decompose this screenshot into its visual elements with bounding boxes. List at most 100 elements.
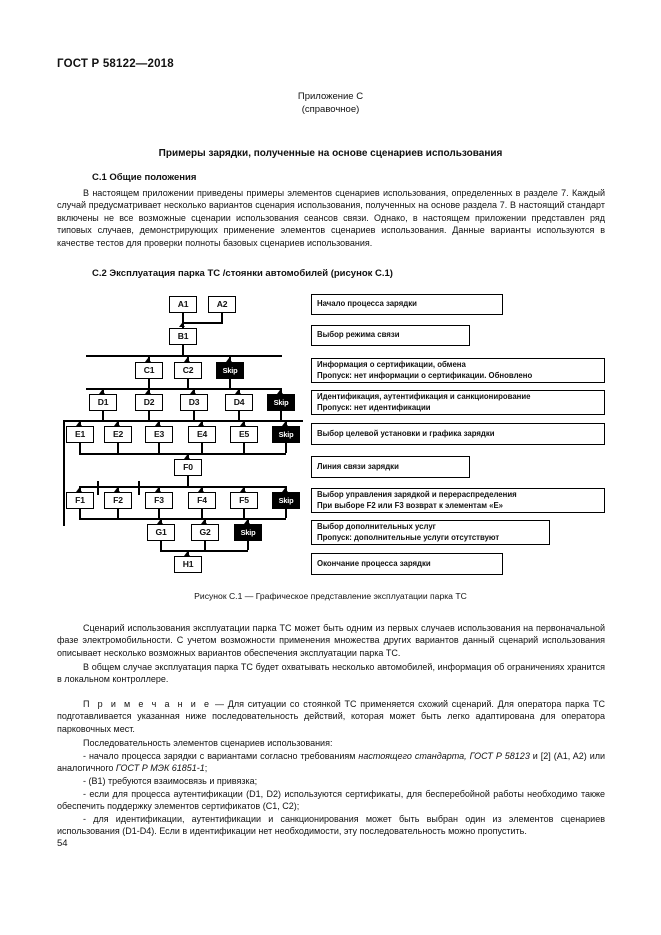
node-e4: E4 <box>188 426 216 443</box>
node-c1: C1 <box>135 362 163 379</box>
label-start: Начало процесса зарядки <box>311 294 503 315</box>
connector <box>201 443 203 453</box>
connector <box>243 443 245 453</box>
node-f3: F3 <box>145 492 173 509</box>
connector <box>86 355 282 357</box>
section-c1-paragraph: В настоящем приложении приведены примеры… <box>57 188 605 248</box>
node-e2: E2 <box>104 426 132 443</box>
connector <box>204 541 206 550</box>
arrow-icon <box>113 422 120 426</box>
arrow-icon <box>183 358 190 362</box>
figure-caption: Рисунок С.1 — Графическое представление … <box>194 591 467 601</box>
node-f1: F1 <box>66 492 94 509</box>
node-f5: F5 <box>230 492 258 509</box>
arrow-icon <box>178 323 185 327</box>
arrow-icon <box>239 488 246 492</box>
arrow-icon <box>156 520 163 524</box>
node-skip-d: Skip <box>267 394 295 411</box>
arrow-icon <box>197 488 204 492</box>
arrow-icon <box>276 390 283 394</box>
connector <box>117 509 119 518</box>
connector <box>285 509 287 518</box>
node-e3: E3 <box>145 426 173 443</box>
connector <box>247 541 249 550</box>
connector <box>79 518 286 520</box>
appendix-subtitle: (справочное) <box>301 104 360 115</box>
page-title: Примеры зарядки, полученные на основе сц… <box>158 148 503 159</box>
connector-return-rail <box>63 420 65 526</box>
arrow-icon <box>154 422 161 426</box>
arrow-icon <box>98 390 105 394</box>
connector <box>229 379 231 388</box>
note-label: П р и м е ч а н и е <box>83 699 212 709</box>
list-item-1: - начало процесса зарядки с вариантами с… <box>57 751 606 774</box>
node-f2: F2 <box>104 492 132 509</box>
appendix-heading: Приложение С (справочное) <box>0 90 661 116</box>
label-certification: Информация о сертификации, обмена Пропус… <box>311 358 605 383</box>
connector <box>102 411 104 420</box>
node-f0: F0 <box>174 459 202 476</box>
node-g1: G1 <box>147 524 175 541</box>
connector <box>187 379 189 388</box>
node-e1: E1 <box>66 426 94 443</box>
arrow-icon <box>75 488 82 492</box>
node-a1: A1 <box>169 296 197 313</box>
label-charging-link: Линия связи зарядки <box>311 456 470 478</box>
connector <box>280 411 282 420</box>
node-skip-e: Skip <box>272 426 300 443</box>
connector <box>187 476 189 486</box>
node-skip-c: Skip <box>216 362 244 379</box>
arrow-icon <box>183 455 190 459</box>
appendix-title: Приложение С <box>297 91 364 102</box>
node-d4: D4 <box>225 394 253 411</box>
connector <box>160 550 248 552</box>
arrow-icon <box>239 422 246 426</box>
connector <box>86 388 282 390</box>
connector <box>182 313 184 322</box>
connector <box>182 322 223 324</box>
arrow-icon <box>281 422 288 426</box>
connector-f3-return <box>138 481 140 495</box>
connector <box>238 411 240 420</box>
section-c2-heading: С.2 Эксплуатация парка ТС /стоянки автом… <box>92 268 393 279</box>
label-identification: Идентификация, аутентификация и санкцион… <box>311 390 605 415</box>
note-paragraph: П р и м е ч а н и е — Для ситуации со ст… <box>57 698 605 735</box>
arrow-icon <box>144 358 151 362</box>
arrow-icon <box>234 390 241 394</box>
connector <box>193 411 195 420</box>
label-target-schedule: Выбор целевой установки и графика зарядк… <box>311 423 605 445</box>
node-a2: A2 <box>208 296 236 313</box>
node-d1: D1 <box>89 394 117 411</box>
node-h1: H1 <box>174 556 202 573</box>
node-g2: G2 <box>191 524 219 541</box>
label-mode: Выбор режима связи <box>311 325 470 346</box>
connector <box>160 541 162 550</box>
connector <box>148 379 150 388</box>
node-d3: D3 <box>180 394 208 411</box>
connector <box>79 443 81 453</box>
list-intro: Последовательность элементов сценариев и… <box>83 738 333 748</box>
arrow-icon <box>144 390 151 394</box>
standard-header: ГОСТ Р 58122—2018 <box>57 58 174 70</box>
connector <box>201 509 203 518</box>
node-skip-f: Skip <box>272 492 300 509</box>
connector <box>285 443 287 453</box>
node-d2: D2 <box>135 394 163 411</box>
connector <box>158 509 160 518</box>
connector <box>182 345 184 355</box>
connector <box>79 486 286 488</box>
arrow-icon <box>281 488 288 492</box>
body-paragraph-1: Сценарий использования эксплуатации парк… <box>57 623 605 658</box>
note-text: — Для ситуации со стоянкой ТС применяетс… <box>57 699 605 734</box>
arrow-icon <box>113 488 120 492</box>
connector <box>63 420 303 422</box>
section-c1-heading: С.1 Общие положения <box>92 172 197 183</box>
arrow-icon <box>183 552 190 556</box>
node-c2: C2 <box>174 362 202 379</box>
connector <box>79 509 81 518</box>
list-item-2: - (B1) требуются взаимосвязь и привязка; <box>83 776 258 786</box>
arrow-icon <box>243 520 250 524</box>
body-paragraph-2: В общем случае эксплуатация парка ТС буд… <box>57 662 605 685</box>
label-end: Окончание процесса зарядки <box>311 553 503 575</box>
